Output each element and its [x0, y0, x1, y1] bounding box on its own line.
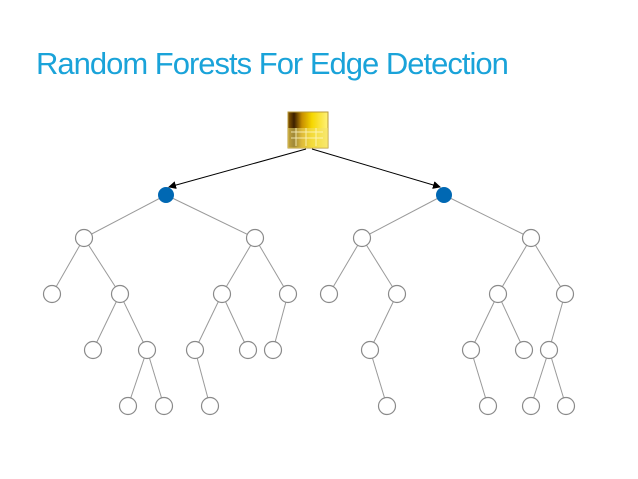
- tree-1-edges: [51, 194, 289, 407]
- tree-node: [185, 340, 205, 360]
- tree-leaf: [556, 396, 576, 416]
- tree-leaf: [521, 396, 541, 416]
- arrow-to-tree-1: [168, 148, 307, 189]
- tree-node: [245, 228, 265, 248]
- tree-1-root: [158, 187, 174, 203]
- arrow-to-tree-2: [311, 148, 441, 189]
- tree-node: [352, 228, 372, 248]
- tree-node: [387, 284, 407, 304]
- tree-node: [74, 228, 94, 248]
- tree-leaf: [319, 284, 339, 304]
- tree-2-edges: [328, 194, 567, 407]
- tree-node: [461, 340, 481, 360]
- tree-leaf: [200, 396, 220, 416]
- tree-leaf: [478, 396, 498, 416]
- tree-node: [212, 284, 232, 304]
- tree-node: [488, 284, 508, 304]
- tree-2-root: [436, 187, 452, 203]
- tree-leaf: [263, 340, 283, 360]
- tree-1-nodes: [42, 187, 298, 416]
- tree-node: [555, 284, 575, 304]
- tree-node: [137, 340, 157, 360]
- tree-leaf: [154, 396, 174, 416]
- tree-leaf: [42, 284, 62, 304]
- tree-node: [360, 340, 380, 360]
- slide-title: Random Forests For Edge Detection: [36, 46, 509, 81]
- tree-node: [521, 228, 541, 248]
- tree-2-nodes: [319, 187, 576, 416]
- tree-leaf: [83, 340, 103, 360]
- image-patch: [287, 111, 329, 149]
- tree-leaf: [238, 340, 258, 360]
- tree-node: [110, 284, 130, 304]
- tree-leaf: [514, 340, 534, 360]
- tree-leaf: [377, 396, 397, 416]
- tree-node: [278, 284, 298, 304]
- tree-leaf: [118, 396, 138, 416]
- tree-node: [539, 340, 559, 360]
